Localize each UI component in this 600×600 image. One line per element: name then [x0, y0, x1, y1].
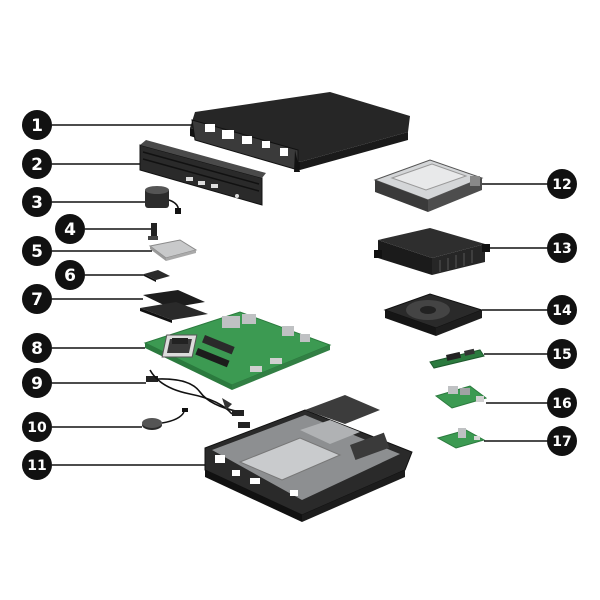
callout-13: 13 [547, 233, 577, 263]
callout-number: 10 [27, 420, 47, 436]
part-chassis [204, 395, 413, 522]
callout-number: 1 [31, 116, 43, 136]
part-antenna-cables [146, 369, 250, 428]
callout-14: 14 [547, 295, 577, 325]
part-speaker [145, 186, 181, 214]
callout-number: 6 [64, 266, 76, 286]
part-system-board [143, 311, 332, 390]
callout-number: 13 [552, 241, 571, 257]
callout-11: 11 [22, 450, 52, 480]
part-wlan-module [436, 428, 486, 449]
callout-1: 1 [22, 110, 52, 140]
callout-8: 8 [22, 333, 52, 363]
part-ssd-thermal-pads [140, 290, 208, 323]
callout-5: 5 [22, 236, 52, 266]
part-drive-cage [373, 159, 484, 212]
callout-number: 5 [31, 242, 43, 262]
part-heatsink-pad [144, 270, 170, 282]
part-fan [383, 293, 484, 336]
callout-12: 12 [547, 169, 577, 199]
leader-lines [52, 124, 548, 466]
part-front-bezel [139, 140, 266, 206]
callout-3: 3 [22, 187, 52, 217]
callout-number: 8 [31, 339, 43, 359]
callout-number: 15 [552, 347, 571, 363]
callout-17: 17 [547, 426, 577, 456]
callout-number: 16 [552, 396, 571, 412]
callout-9: 9 [22, 368, 52, 398]
callout-number: 3 [31, 193, 43, 213]
callout-number: 17 [552, 434, 571, 450]
callout-4: 4 [55, 214, 85, 244]
part-io-module [434, 385, 488, 409]
callout-number: 14 [552, 303, 572, 319]
callout-number: 4 [64, 220, 76, 240]
part-m2-ssd [429, 348, 485, 369]
callout-10: 10 [22, 412, 52, 442]
callout-2: 2 [22, 149, 52, 179]
callout-16: 16 [547, 388, 577, 418]
part-hood-sensor [148, 223, 158, 240]
part-top-cover [190, 92, 410, 172]
part-processor [148, 239, 198, 261]
part-heatsink [374, 228, 490, 275]
callout-15: 15 [547, 339, 577, 369]
callout-number: 12 [552, 177, 571, 193]
part-rtc-battery [142, 408, 188, 430]
callout-6: 6 [55, 260, 85, 290]
callout-number: 11 [27, 458, 46, 474]
callout-number: 9 [31, 374, 43, 394]
callout-number: 7 [31, 290, 43, 310]
callout-7: 7 [22, 284, 52, 314]
callout-number: 2 [31, 155, 43, 175]
